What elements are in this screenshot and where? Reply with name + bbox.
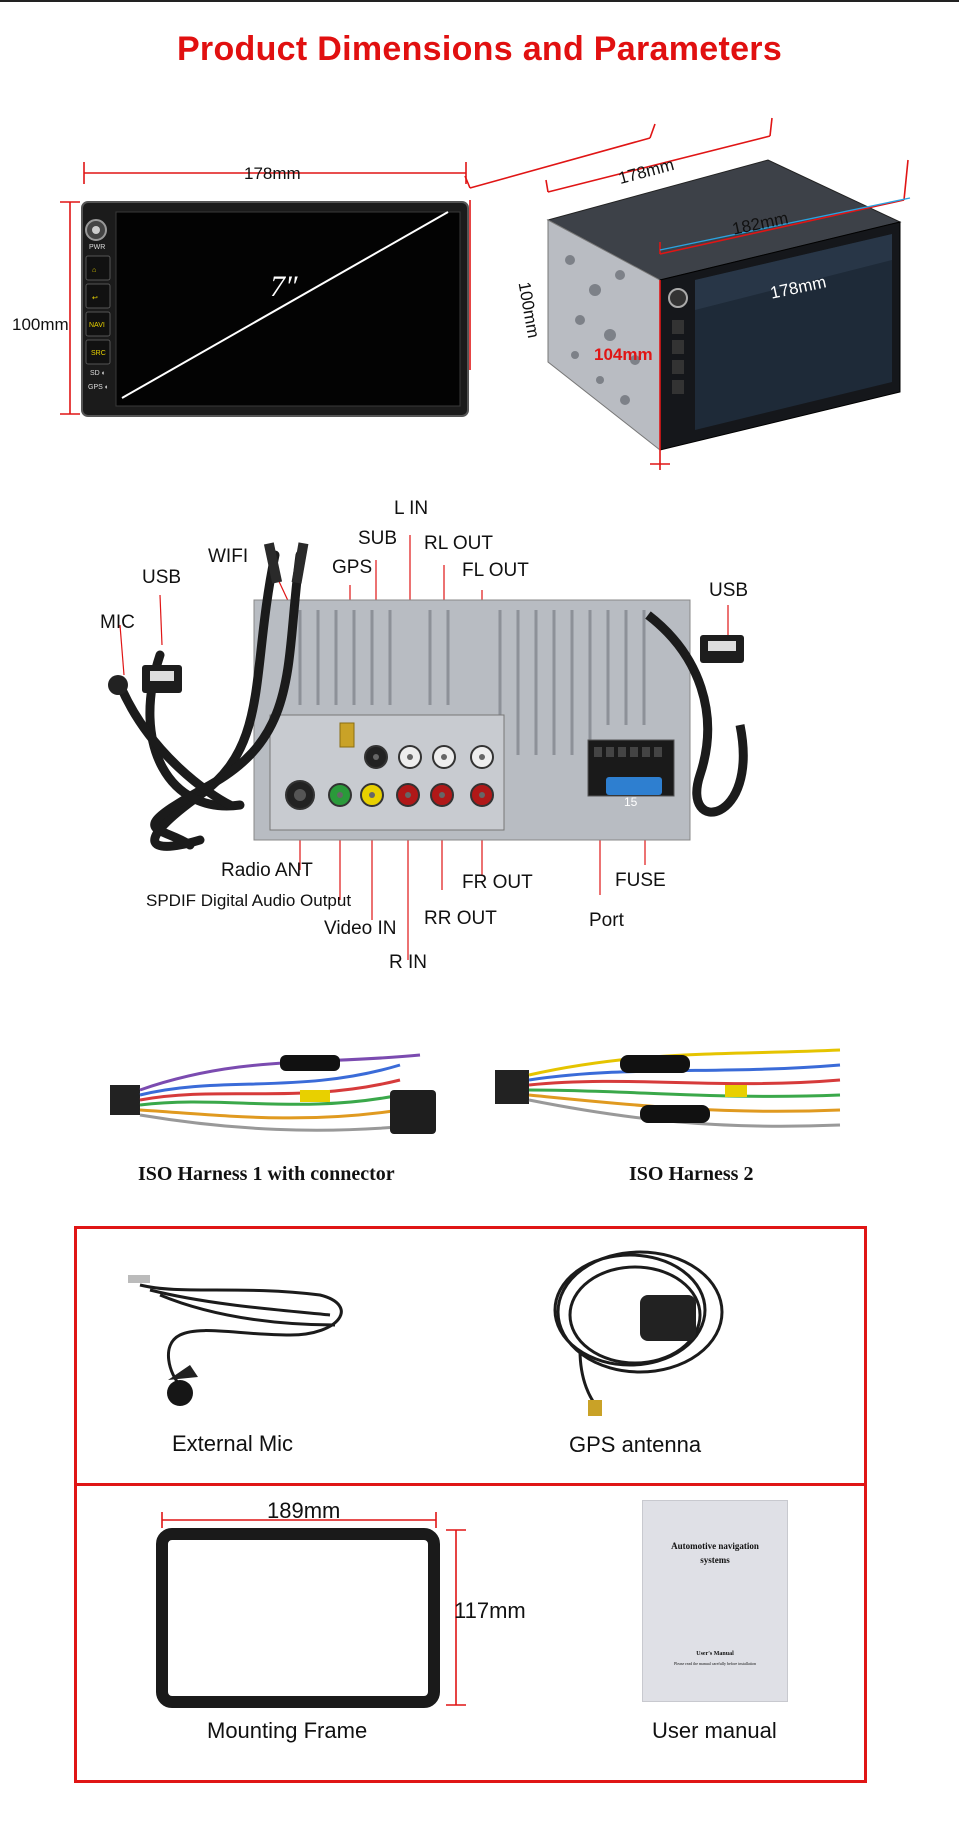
fuse-label: FUSE bbox=[615, 870, 666, 891]
usb-left-label: USB bbox=[142, 567, 182, 588]
harness-2-label: ISO Harness 2 bbox=[629, 1163, 754, 1185]
mic-label: MIC bbox=[100, 612, 135, 633]
svg-text:GPS ◐: GPS ◐ bbox=[88, 384, 109, 391]
gps-antenna-image bbox=[553, 1250, 724, 1416]
radio-ant-label: Radio ANT bbox=[221, 860, 313, 881]
iso-view-drawing bbox=[464, 117, 911, 470]
manual-subtitle: User's Manual bbox=[696, 1651, 734, 1657]
svg-text:SD ◐: SD ◐ bbox=[90, 370, 106, 377]
fuse-value-label: 15 bbox=[624, 795, 638, 809]
page-title: Product Dimensions and Parameters bbox=[176, 30, 783, 68]
harness-1-label: ISO Harness 1 with connector bbox=[138, 1163, 395, 1185]
top-divider bbox=[0, 0, 959, 2]
harness-1-image bbox=[110, 1053, 436, 1134]
manual-title: Automotive navigation systems bbox=[671, 1541, 759, 1565]
video-in-label: Video IN bbox=[324, 918, 397, 939]
iso-depth-label: 104mm bbox=[594, 345, 653, 364]
front-width-label: 178mm bbox=[244, 164, 301, 183]
svg-text:NAVI: NAVI bbox=[89, 322, 105, 329]
svg-text:⌂: ⌂ bbox=[92, 267, 96, 274]
frame-height-label: 117mm bbox=[454, 1598, 526, 1623]
diagonal-label: 7″ bbox=[270, 270, 298, 303]
mounting-frame-image bbox=[156, 1512, 466, 1708]
fr-out-label: FR OUT bbox=[462, 872, 533, 893]
external-mic-label: External Mic bbox=[172, 1431, 294, 1456]
rl-out-label: RL OUT bbox=[424, 533, 493, 554]
rear-panel-drawing bbox=[108, 535, 748, 960]
fl-out-label: FL OUT bbox=[462, 560, 529, 581]
frame-width-label: 189mm bbox=[267, 1498, 341, 1523]
svg-text:SRC: SRC bbox=[91, 350, 106, 357]
wifi-label: WIFI bbox=[208, 546, 249, 567]
accessories-box-bottom bbox=[74, 1483, 867, 1783]
rr-out-label: RR OUT bbox=[424, 908, 497, 929]
manual-note: Please read the manual carefully before … bbox=[674, 1661, 756, 1666]
port-label: Port bbox=[589, 910, 624, 931]
spdif-label: SPDIF Digital Audio Output bbox=[146, 891, 352, 910]
gps-antenna-label: GPS antenna bbox=[569, 1432, 702, 1457]
usb-right-label: USB bbox=[709, 580, 749, 601]
gps-label: GPS bbox=[332, 557, 373, 578]
mounting-frame-label: Mounting Frame bbox=[207, 1718, 368, 1743]
r-in-label: R IN bbox=[389, 952, 427, 973]
svg-text:PWR: PWR bbox=[89, 244, 105, 251]
front-height-label: 100mm bbox=[12, 315, 69, 334]
harness-2-image bbox=[495, 1048, 841, 1128]
sub-label: SUB bbox=[358, 528, 398, 549]
external-mic-image bbox=[128, 1275, 343, 1406]
l-in-label: L IN bbox=[394, 498, 429, 519]
user-manual-label: User manual bbox=[652, 1718, 777, 1743]
user-manual-image: Automotive navigation systems User's Man… bbox=[642, 1500, 788, 1702]
front-view-drawing: ⌂ ↩ NAVI SRC PWR SD ◐ GPS ◐ bbox=[60, 162, 469, 417]
svg-text:↩: ↩ bbox=[92, 295, 98, 302]
